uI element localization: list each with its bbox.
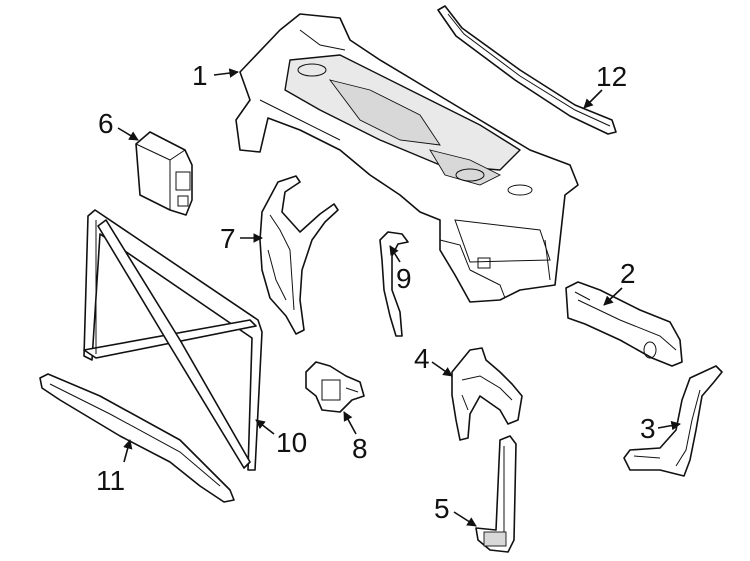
callout-1: 1 <box>192 60 239 91</box>
callout-11: 11 <box>96 439 133 496</box>
callout-4: 4 <box>414 343 453 377</box>
svg-text:2: 2 <box>620 258 636 289</box>
svg-text:1: 1 <box>192 60 208 91</box>
part-1-dashboard-crossmember <box>235 13 579 303</box>
svg-text:5: 5 <box>434 493 450 524</box>
callouts: 1 2 3 4 5 6 7 8 <box>96 60 681 527</box>
callout-7: 7 <box>220 223 263 254</box>
callout-6: 6 <box>98 108 139 141</box>
svg-text:7: 7 <box>220 223 236 254</box>
part-9-support-rod <box>379 231 409 337</box>
part-12-cowl-strip <box>437 5 617 135</box>
svg-text:3: 3 <box>640 413 656 444</box>
callout-3: 3 <box>640 413 681 444</box>
part-10-x-brace <box>83 209 263 471</box>
callout-12: 12 <box>583 61 627 109</box>
callout-5: 5 <box>434 493 477 527</box>
svg-text:9: 9 <box>396 263 412 294</box>
part-8-small-bracket <box>305 361 365 413</box>
part-2-side-bracket <box>565 281 683 367</box>
part-7-bracket <box>259 175 339 335</box>
part-3-side-panel <box>623 365 723 477</box>
callout-2: 2 <box>603 258 636 306</box>
svg-text:8: 8 <box>352 433 368 464</box>
svg-text:12: 12 <box>596 61 627 92</box>
part-6-control-module <box>135 131 193 216</box>
svg-text:10: 10 <box>276 427 307 458</box>
callout-9: 9 <box>389 245 412 294</box>
callout-8: 8 <box>343 411 368 464</box>
svg-text:4: 4 <box>414 343 430 374</box>
svg-text:11: 11 <box>96 465 125 496</box>
part-11-lower-crossmember <box>39 373 235 503</box>
svg-text:6: 6 <box>98 108 114 139</box>
callout-10: 10 <box>255 419 307 458</box>
part-5-vertical-rail <box>475 435 517 553</box>
part-4-mount-bracket <box>451 347 523 441</box>
